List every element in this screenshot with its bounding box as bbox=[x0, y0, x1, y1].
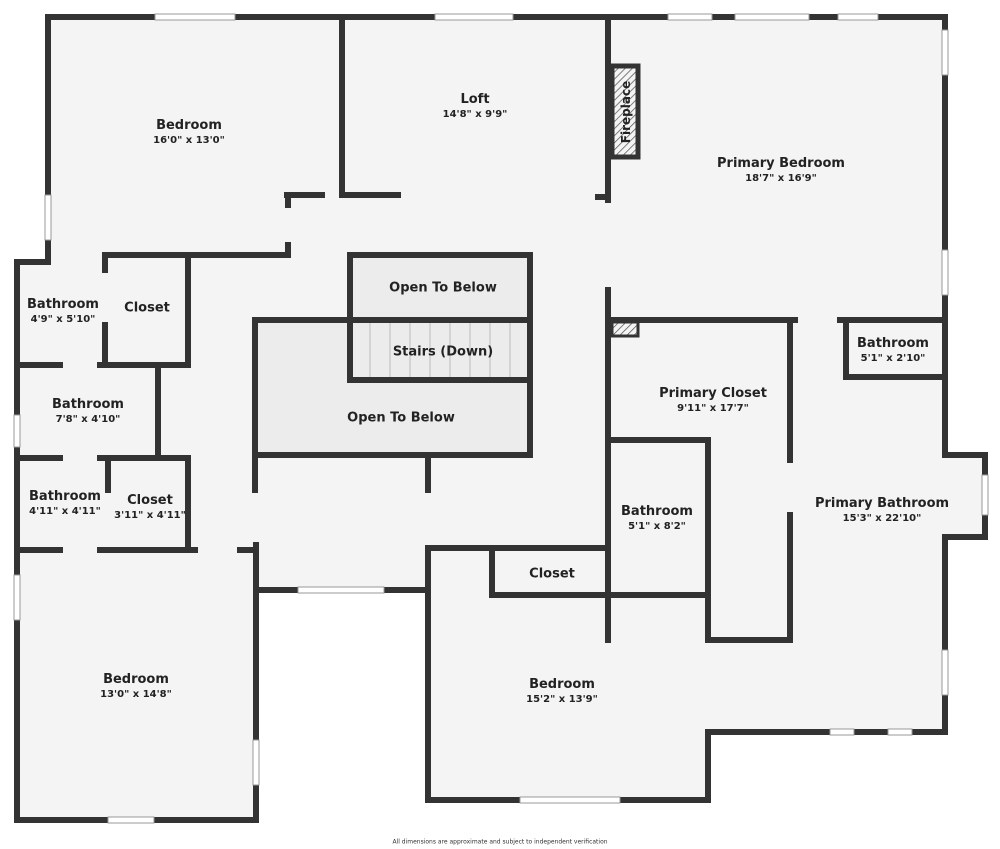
room-dimensions: 5'1" x 2'10" bbox=[860, 353, 926, 364]
room-closet-3: Closet bbox=[529, 567, 575, 582]
room-name: Primary Closet bbox=[659, 386, 767, 401]
room-primary-bathroom: Primary Bathroom 15'3" x 22'10" bbox=[815, 496, 949, 524]
room-name: Bathroom bbox=[621, 504, 693, 519]
room-name: Bathroom bbox=[52, 397, 124, 412]
room-dimensions: 15'2" x 13'9" bbox=[526, 694, 598, 705]
open-to-below-upper bbox=[350, 255, 530, 320]
room-closet-1: Closet bbox=[124, 301, 170, 316]
fireplace-label: Fireplace bbox=[619, 80, 633, 144]
room-name: Bathroom bbox=[27, 297, 99, 312]
room-open-to-below-1: Open To Below bbox=[389, 281, 497, 296]
room-bedroom-2: Bedroom 13'0" x 14'8" bbox=[100, 672, 172, 700]
windows bbox=[13, 13, 989, 824]
room-dimensions: 9'11" x 17'7" bbox=[677, 403, 749, 414]
room-name: Bathroom bbox=[29, 489, 101, 504]
room-name: Closet bbox=[529, 566, 575, 582]
room-loft: Loft 14'8" x 9'9" bbox=[443, 92, 508, 120]
room-primary-closet: Primary Closet 9'11" x 17'7" bbox=[659, 386, 767, 414]
chimney-hatch bbox=[610, 320, 640, 338]
room-bathroom-5: Bathroom 5'1" x 8'2" bbox=[621, 504, 693, 532]
room-name: Bedroom bbox=[103, 672, 169, 687]
room-name: Stairs (Down) bbox=[392, 344, 494, 360]
room-dimensions: 4'9" x 5'10" bbox=[30, 314, 96, 325]
room-dimensions: 16'0" x 13'0" bbox=[153, 135, 225, 146]
room-name: Bedroom bbox=[529, 677, 595, 692]
room-name: Primary Bathroom bbox=[814, 496, 950, 511]
room-name: Loft bbox=[460, 92, 490, 107]
room-bedroom-3: Bedroom 15'2" x 13'9" bbox=[526, 677, 598, 705]
room-dimensions: 4'11" x 4'11" bbox=[29, 506, 101, 517]
room-name: Open To Below bbox=[389, 280, 497, 296]
room-name: Bedroom bbox=[156, 118, 222, 133]
room-bathroom-2: Bathroom 7'8" x 4'10" bbox=[52, 397, 124, 425]
room-name: Bathroom bbox=[857, 336, 929, 351]
room-primary-bedroom: Primary Bedroom 18'7" x 16'9" bbox=[717, 156, 845, 184]
room-name: Closet bbox=[127, 493, 173, 508]
room-dimensions: 14'8" x 9'9" bbox=[442, 109, 508, 120]
room-name: Primary Bedroom bbox=[717, 156, 845, 171]
room-closet-2: Closet 3'11" x 4'11" bbox=[114, 493, 186, 521]
room-name: Closet bbox=[124, 300, 170, 316]
room-stairs: Stairs (Down) bbox=[393, 345, 493, 360]
room-bedroom-1: Bedroom 16'0" x 13'0" bbox=[153, 118, 225, 146]
room-bathroom-1: Bathroom 4'9" x 5'10" bbox=[27, 297, 99, 325]
room-dimensions: 3'11" x 4'11" bbox=[114, 510, 186, 521]
room-bathroom-3: Bathroom 4'11" x 4'11" bbox=[29, 489, 101, 517]
room-open-to-below-2: Open To Below bbox=[347, 411, 455, 426]
room-dimensions: 7'8" x 4'10" bbox=[55, 414, 121, 425]
room-dimensions: 5'1" x 8'2" bbox=[628, 521, 686, 532]
room-dimensions: 15'3" x 22'10" bbox=[842, 513, 922, 524]
fireplace-hatch bbox=[609, 63, 641, 160]
room-bathroom-4: Bathroom 5'1" x 2'10" bbox=[857, 336, 929, 364]
room-dimensions: 13'0" x 14'8" bbox=[100, 689, 172, 700]
room-name: Open To Below bbox=[347, 410, 455, 426]
stair-treads bbox=[369, 322, 511, 378]
open-to-below-area bbox=[255, 320, 530, 455]
footnote: All dimensions are approximate and subje… bbox=[392, 838, 608, 846]
room-dimensions: 18'7" x 16'9" bbox=[745, 173, 817, 184]
